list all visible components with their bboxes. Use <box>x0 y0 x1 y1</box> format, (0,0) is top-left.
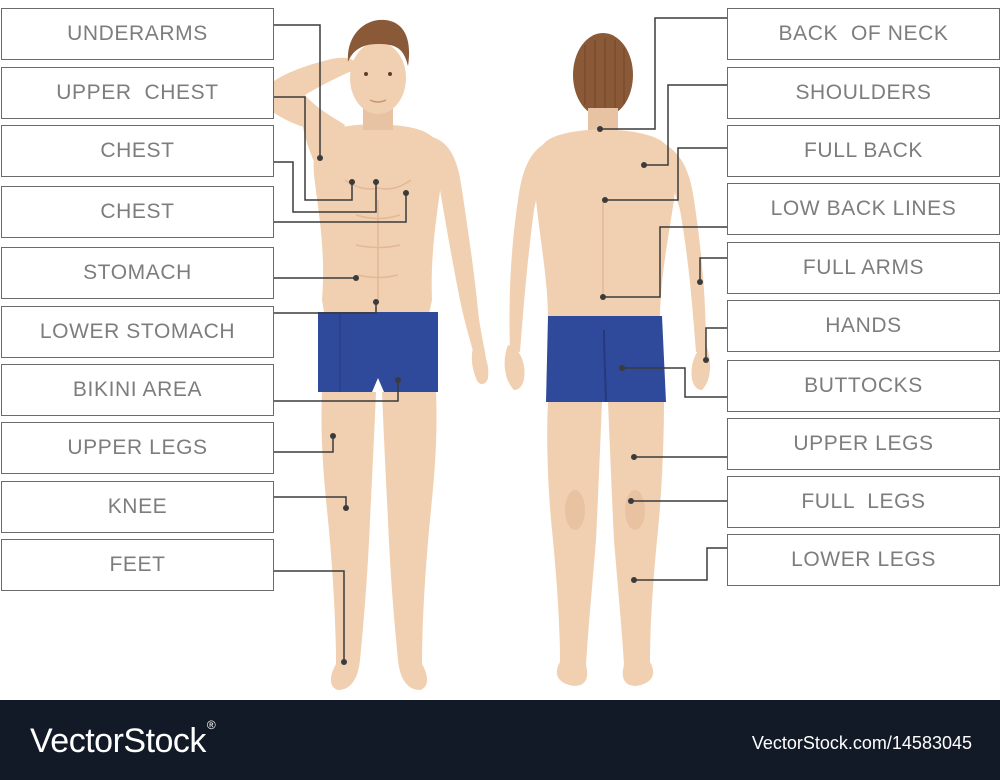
stock-id-link[interactable]: VectorStock.com/14583045 <box>751 733 972 753</box>
brand-name: VectorStock <box>30 722 206 760</box>
label-bikini-area: BIKINI AREA <box>1 364 274 416</box>
label-hands: HANDS <box>727 300 1000 352</box>
label-upper-chest: UPPER CHEST <box>1 67 274 119</box>
body-diagram <box>261 17 727 690</box>
front-leader-lines <box>273 24 407 662</box>
label-stomach: STOMACH <box>1 247 274 299</box>
brand-logo: VectorStock® <box>30 718 216 761</box>
label-full-arms: FULL ARMS <box>727 242 1000 294</box>
label-full-back: FULL BACK <box>727 125 1000 177</box>
label-full-legs: FULL LEGS <box>727 476 1000 528</box>
back-leader-lines <box>600 17 727 581</box>
front-body-figure <box>261 19 489 690</box>
label-chest-1: CHEST <box>1 125 274 177</box>
back-body-figure <box>504 33 711 686</box>
label-upper-legs-front: UPPER LEGS <box>1 422 274 474</box>
label-chest-2: CHEST <box>1 186 274 238</box>
footer-bar: VectorStock® VectorStock.com/14583045 <box>0 700 1000 780</box>
label-low-back-lines: LOW BACK LINES <box>727 183 1000 235</box>
label-lower-legs: LOWER LEGS <box>727 534 1000 586</box>
label-buttocks: BUTTOCKS <box>727 360 1000 412</box>
label-shoulders: SHOULDERS <box>727 67 1000 119</box>
label-back-of-neck: BACK OF NECK <box>727 8 1000 60</box>
label-underarms: UNDERARMS <box>1 8 274 60</box>
label-upper-legs-back: UPPER LEGS <box>727 418 1000 470</box>
back-marker-dots <box>597 126 709 583</box>
label-feet: FEET <box>1 539 274 591</box>
label-lower-stomach: LOWER STOMACH <box>1 306 274 358</box>
front-marker-dots <box>317 155 409 665</box>
registered-mark: ® <box>206 718 216 732</box>
label-knee: KNEE <box>1 481 274 533</box>
